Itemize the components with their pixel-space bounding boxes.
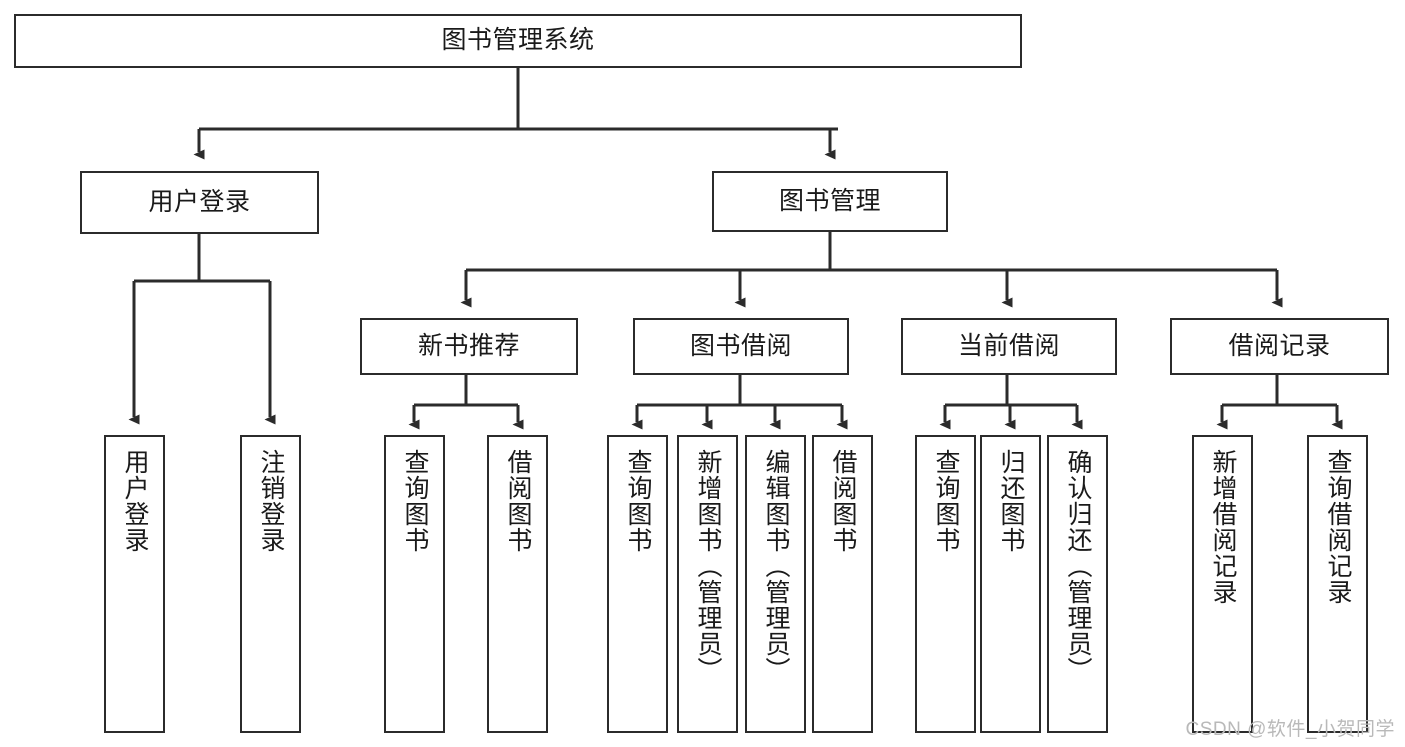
node-user-login[interactable]: 用户登录	[80, 171, 319, 234]
leaf-query-book-3[interactable]: 查询图书	[915, 435, 976, 733]
node-new-book-recommend[interactable]: 新书推荐	[360, 318, 578, 375]
leaf-borrow-book-2-label: 借阅图书	[829, 449, 857, 553]
leaf-query-book-1-label: 查询图书	[401, 449, 429, 553]
leaf-return-book[interactable]: 归还图书	[980, 435, 1041, 733]
leaf-query-book-3-label: 查询图书	[932, 449, 960, 553]
leaf-add-borrow-record[interactable]: 新增借阅记录	[1192, 435, 1253, 733]
leaf-edit-book-admin-label: 编辑图书（管理员）	[762, 449, 790, 683]
node-book-borrow-label: 图书借阅	[689, 331, 792, 360]
node-borrow-record-label: 借阅记录	[1228, 331, 1331, 360]
leaf-return-book-label: 归还图书	[997, 449, 1025, 553]
leaf-add-borrow-record-label: 新增借阅记录	[1209, 449, 1237, 605]
leaf-logout-login[interactable]: 注销登录	[240, 435, 301, 733]
leaf-add-book-admin[interactable]: 新增图书（管理员）	[677, 435, 738, 733]
node-book-manage-label: 图书管理	[778, 186, 881, 215]
leaf-borrow-book-1[interactable]: 借阅图书	[487, 435, 548, 733]
node-book-manage[interactable]: 图书管理	[712, 171, 948, 232]
node-book-borrow[interactable]: 图书借阅	[633, 318, 849, 375]
leaf-logout-login-label: 注销登录	[257, 449, 285, 553]
leaf-query-book-2[interactable]: 查询图书	[607, 435, 668, 733]
node-new-book-recommend-label: 新书推荐	[417, 331, 520, 360]
leaf-confirm-return-admin-label: 确认归还（管理员）	[1064, 449, 1092, 683]
leaf-borrow-book-1-label: 借阅图书	[504, 449, 532, 553]
leaf-user-login-label: 用户登录	[121, 449, 149, 553]
node-borrow-record[interactable]: 借阅记录	[1170, 318, 1389, 375]
leaf-add-book-admin-label: 新增图书（管理员）	[694, 449, 722, 683]
leaf-user-login[interactable]: 用户登录	[104, 435, 165, 733]
leaf-query-borrow-record-label: 查询借阅记录	[1324, 449, 1352, 605]
leaf-confirm-return-admin[interactable]: 确认归还（管理员）	[1047, 435, 1108, 733]
node-root-system[interactable]: 图书管理系统	[14, 14, 1022, 68]
node-current-borrow[interactable]: 当前借阅	[901, 318, 1117, 375]
csdn-watermark: CSDN @软件_小贺同学	[1185, 719, 1395, 740]
leaf-borrow-book-2[interactable]: 借阅图书	[812, 435, 873, 733]
node-user-login-label: 用户登录	[148, 187, 251, 216]
leaf-query-borrow-record[interactable]: 查询借阅记录	[1307, 435, 1368, 733]
leaf-query-book-2-label: 查询图书	[624, 449, 652, 553]
leaf-edit-book-admin[interactable]: 编辑图书（管理员）	[745, 435, 806, 733]
node-current-borrow-label: 当前借阅	[957, 331, 1060, 360]
leaf-query-book-1[interactable]: 查询图书	[384, 435, 445, 733]
node-root-label: 图书管理系统	[441, 26, 595, 55]
